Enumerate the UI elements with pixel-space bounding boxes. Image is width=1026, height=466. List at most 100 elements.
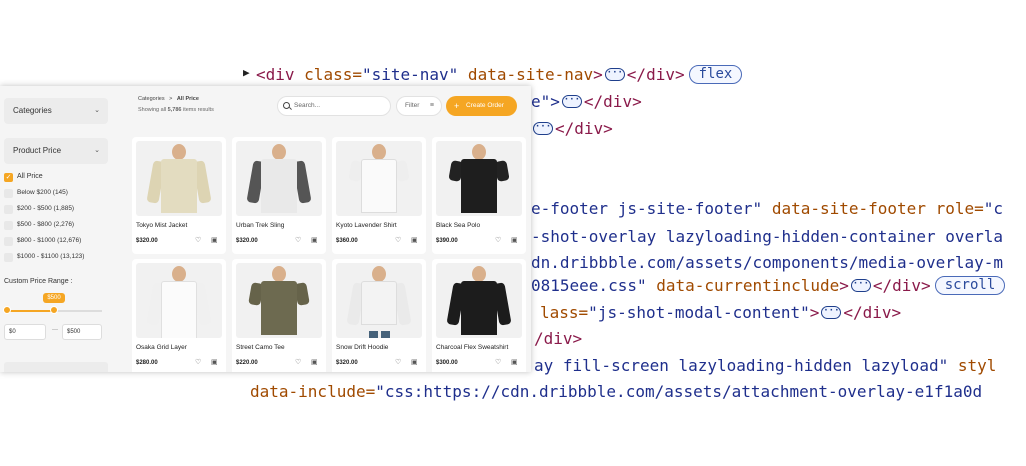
product-card[interactable]: Urban Trek Sling $320.00 ♡ ▣ xyxy=(232,137,326,254)
product-image xyxy=(336,141,422,216)
categories-dropdown[interactable]: Categories ⌄ xyxy=(4,98,108,124)
product-name: Snow Drift Hoodie xyxy=(336,344,389,351)
heart-icon[interactable]: ♡ xyxy=(295,237,302,244)
heart-icon[interactable]: ♡ xyxy=(195,237,202,244)
product-image xyxy=(236,263,322,338)
code-line-6: dn.dribbble.com/assets/components/media-… xyxy=(531,253,1004,272)
product-price: $280.00 xyxy=(136,360,158,366)
product-name: Osaka Grid Layer xyxy=(136,344,187,351)
product-card[interactable]: Kyoto Lavender Shirt $360.00 ♡ ▣ xyxy=(332,137,426,254)
product-price: $360.00 xyxy=(336,238,358,244)
min-price-input[interactable]: $0 xyxy=(4,324,46,340)
code-line-10: ay fill-screen lazyloading-hidden lazylo… xyxy=(534,356,997,375)
heart-icon[interactable]: ♡ xyxy=(395,237,402,244)
product-price-dropdown[interactable]: Product Price ⌄ xyxy=(4,138,108,164)
chevron-down-icon: ⌄ xyxy=(94,107,100,114)
bag-icon[interactable]: ▣ xyxy=(411,359,418,366)
price-option[interactable]: All Price xyxy=(17,173,43,180)
product-image xyxy=(236,141,322,216)
breadcrumb: Categories > All Price xyxy=(138,96,199,102)
product-image xyxy=(436,141,522,216)
product-price: $390.00 xyxy=(436,238,458,244)
ellipsis-icon[interactable]: ··· xyxy=(561,95,582,108)
code-line-8: lass="js-shot-modal-content">···</div> xyxy=(540,303,902,322)
product-name: Charcoal Flex Sweatshirt xyxy=(436,344,509,351)
product-price: $220.00 xyxy=(236,360,258,366)
price-option[interactable]: Below $200 (145) xyxy=(17,189,68,196)
check-icon[interactable]: ✓ xyxy=(4,173,13,182)
filter-icon: ≡ xyxy=(429,102,434,109)
heart-icon[interactable]: ♡ xyxy=(495,359,502,366)
range-separator: — xyxy=(52,327,58,333)
code-line-1: <div class="site-nav" data-site-nav>···<… xyxy=(256,65,743,85)
product-card[interactable]: Snow Drift Hoodie $320.00 ♡ ▣ xyxy=(332,259,426,372)
product-image xyxy=(436,263,522,338)
range-max-handle[interactable] xyxy=(50,306,58,314)
heart-icon[interactable]: ♡ xyxy=(495,237,502,244)
filter-button[interactable]: Filter ≡ xyxy=(396,96,442,116)
filter-sidebar: Categories ⌄ Product Price ⌄ ✓ All Price… xyxy=(0,86,112,372)
plus-icon: + xyxy=(454,101,460,111)
product-price: $320.00 xyxy=(336,360,358,366)
range-min-handle[interactable] xyxy=(3,306,11,314)
results-count: Showing all 5,786 items results xyxy=(138,107,214,113)
max-price-input[interactable]: $500 xyxy=(62,324,102,340)
product-image xyxy=(136,263,222,338)
product-card[interactable]: Tokyo Mist Jacket $320.00 ♡ ▣ xyxy=(132,137,226,254)
range-value-badge: $500 xyxy=(43,293,65,303)
code-line-2: e">···</div> xyxy=(531,92,642,111)
layout-badge[interactable]: scroll xyxy=(934,276,1006,295)
product-price: $320.00 xyxy=(136,238,158,244)
product-card[interactable]: Street Camo Tee $220.00 ♡ ▣ xyxy=(232,259,326,372)
ellipsis-icon[interactable]: ··· xyxy=(821,306,842,319)
ellipsis-icon[interactable]: ··· xyxy=(850,279,871,292)
product-name: Urban Trek Sling xyxy=(236,222,285,229)
product-card[interactable]: Osaka Grid Layer $280.00 ♡ ▣ xyxy=(132,259,226,372)
price-option[interactable]: $500 - $800 (2,276) xyxy=(17,221,75,228)
bag-icon[interactable]: ▣ xyxy=(311,237,318,244)
create-order-button[interactable]: + Create Order xyxy=(446,96,517,116)
product-price: $320.00 xyxy=(236,238,258,244)
heart-icon[interactable]: ♡ xyxy=(195,359,202,366)
ellipsis-icon[interactable]: ··· xyxy=(604,68,625,81)
price-option[interactable]: $800 - $1000 (12,676) xyxy=(17,237,82,244)
product-name: Street Camo Tee xyxy=(236,344,285,351)
code-line-4: e-footer js-site-footer" data-site-foote… xyxy=(531,199,1004,218)
product-card[interactable]: Black Sea Polo $390.00 ♡ ▣ xyxy=(432,137,526,254)
heart-icon[interactable]: ♡ xyxy=(395,359,402,366)
bag-icon[interactable]: ▣ xyxy=(511,359,518,366)
product-name: Tokyo Mist Jacket xyxy=(136,222,188,229)
code-line-5: -shot-overlay lazyloading-hidden-contain… xyxy=(531,227,1004,246)
product-name: Kyoto Lavender Shirt xyxy=(336,222,397,229)
heart-icon[interactable]: ♡ xyxy=(295,359,302,366)
product-price: $300.00 xyxy=(436,360,458,366)
code-line-7: 0815eee.css" data-currentinclude>···</di… xyxy=(531,276,1006,296)
bag-icon[interactable]: ▣ xyxy=(211,359,218,366)
code-line-9: /div> xyxy=(534,329,583,348)
product-card[interactable]: Charcoal Flex Sweatshirt $300.00 ♡ ▣ xyxy=(432,259,526,372)
price-checkbox[interactable] xyxy=(4,237,13,246)
product-image xyxy=(336,263,422,338)
custom-range-label: Custom Price Range : xyxy=(4,278,73,285)
layout-badge[interactable]: flex xyxy=(688,65,743,84)
search-icon xyxy=(283,102,290,109)
search-input[interactable]: Search... xyxy=(277,96,391,116)
price-option[interactable]: $1000 - $1100 (13,123) xyxy=(17,253,85,260)
ellipsis-icon[interactable]: ··· xyxy=(533,122,553,135)
bag-icon[interactable]: ▣ xyxy=(311,359,318,366)
range-fill xyxy=(6,310,54,312)
price-option[interactable]: $200 - $500 (1,885) xyxy=(17,205,75,212)
product-area: Categories > All Price Showing all 5,786… xyxy=(128,86,531,372)
price-checkbox[interactable] xyxy=(4,205,13,214)
expand-triangle-icon[interactable]: ▶ xyxy=(243,66,250,79)
price-checkbox[interactable] xyxy=(4,221,13,230)
price-checkbox[interactable] xyxy=(4,189,13,198)
bag-icon[interactable]: ▣ xyxy=(411,237,418,244)
price-checkbox[interactable] xyxy=(4,253,13,262)
chevron-down-icon: ⌄ xyxy=(94,147,100,154)
code-line-11: data-include="css:https://cdn.dribbble.c… xyxy=(250,382,983,401)
bag-icon[interactable]: ▣ xyxy=(211,237,218,244)
bag-icon[interactable]: ▣ xyxy=(511,237,518,244)
sidebar-section xyxy=(4,362,108,372)
